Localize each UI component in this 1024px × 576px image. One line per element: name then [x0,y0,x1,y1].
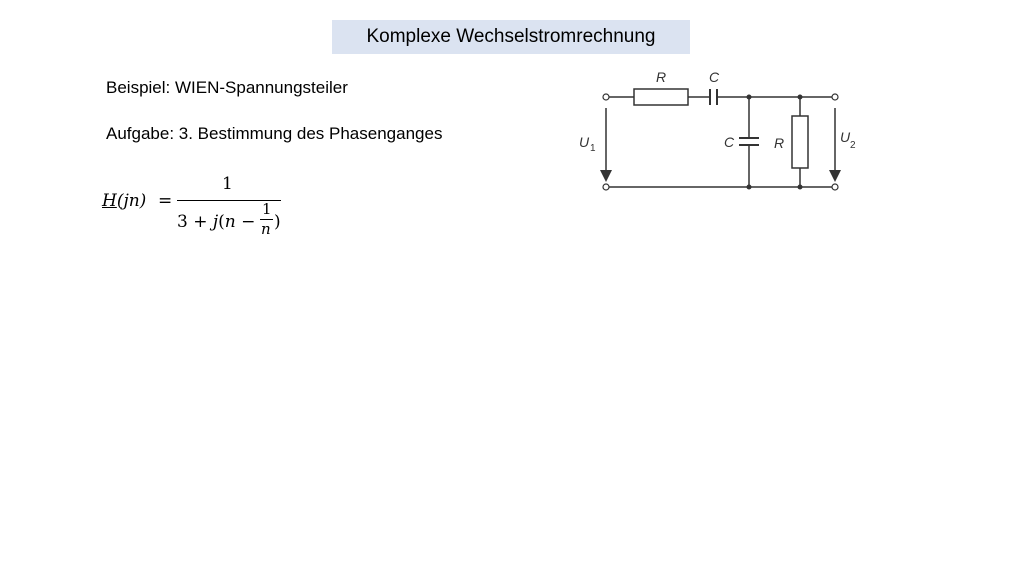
example-heading: Beispiel: WIEN-Spannungsteiler [106,78,348,97]
formula-h: H [102,191,117,211]
node-bottom-res [797,184,803,190]
task-heading: Aufgabe: 3. Bestimmung des Phasenganges [106,124,443,143]
formula-den-j: j [212,212,219,232]
formula-den-open: ( [218,212,225,232]
label-series-capacitor: C [709,69,720,85]
formula-den-prefix: 3 + [177,212,213,232]
label-input-voltage: U [579,134,590,150]
formula-den-minus: − [235,212,256,232]
transfer-function-formula: H(jn) = 1 3 + j(n − 1 n ) [102,174,292,244]
formula-den-n: n [224,212,236,232]
label-series-resistor: R [656,69,666,85]
terminal-input-top [602,93,610,101]
formula-lhs-arg: (jn) [116,191,147,211]
formula-equals: = [158,191,173,211]
formula-denominator: 3 + j(n − [177,212,255,232]
formula-fraction-bar [177,200,281,201]
terminal-output-bottom [831,183,839,191]
formula-numerator: 1 [222,174,233,194]
formula-inner-fraction: 1 n [260,200,274,244]
node-bottom-cap [746,184,752,190]
formula-inner-numerator: 1 [262,200,272,218]
terminal-output-top [831,93,839,101]
label-output-voltage: U [840,129,851,145]
page-title-text: Komplexe Wechselstromrechnung [366,26,656,47]
formula-inner-denominator: n [261,220,271,238]
label-output-voltage-sub: 2 [850,140,856,151]
node-top-cap [746,94,752,100]
label-shunt-resistor: R [774,135,784,151]
formula-inner-bar [260,219,273,220]
shunt-resistor [791,115,809,169]
label-input-voltage-sub: 1 [590,143,596,154]
label-shunt-capacitor: C [724,134,735,150]
formula-den-close: ) [274,212,281,232]
formula-lhs: H(jn) [102,191,146,211]
page-title: Komplexe Wechselstromrechnung [332,20,690,54]
node-top-res [797,94,803,100]
series-resistor [633,88,689,106]
terminal-input-bottom [602,183,610,191]
